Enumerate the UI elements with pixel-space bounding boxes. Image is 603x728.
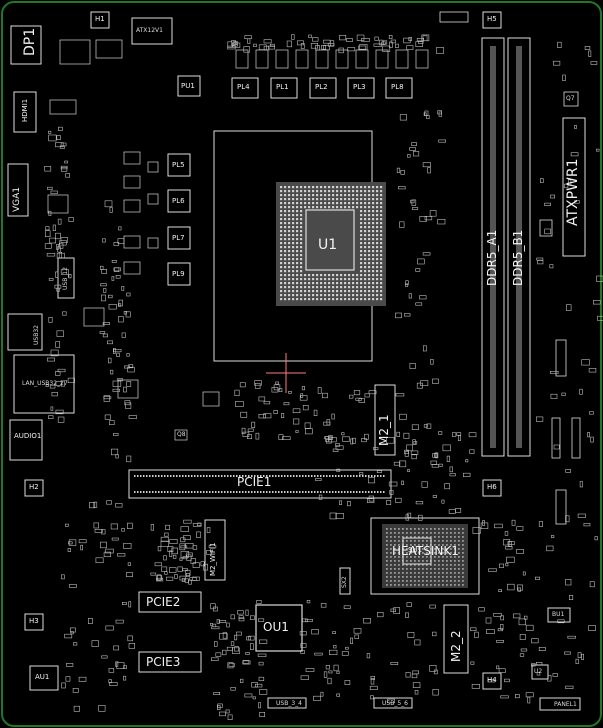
vrm-left-phases bbox=[167, 153, 191, 286]
scattered-smd-components bbox=[44, 34, 603, 721]
m2-wifi-slot bbox=[204, 519, 226, 581]
mounting-hole-h6 bbox=[482, 479, 502, 497]
ou1-chip bbox=[255, 604, 303, 652]
usb34-header bbox=[267, 697, 307, 709]
chipset-body bbox=[382, 524, 468, 588]
m2-1-slot bbox=[374, 384, 396, 456]
dimm-slot-b bbox=[507, 37, 531, 457]
m2-2-slot bbox=[443, 604, 469, 674]
sx2-chip bbox=[339, 567, 351, 595]
vga-connector bbox=[7, 163, 29, 217]
dp-connector bbox=[10, 25, 42, 65]
atx12v-connector bbox=[131, 17, 173, 45]
bu1-chip bbox=[547, 607, 571, 623]
vrm-components bbox=[47, 39, 429, 441]
usb56-header bbox=[373, 697, 413, 709]
pcie2-slot bbox=[138, 591, 202, 613]
origin-crosshair bbox=[266, 353, 306, 393]
mounting-hole-h1 bbox=[90, 11, 110, 29]
hdmi-connector bbox=[13, 91, 37, 133]
mounting-hole-h5 bbox=[482, 11, 502, 29]
pcie1-slot bbox=[128, 469, 392, 499]
mounting-hole-h2 bbox=[24, 479, 44, 497]
right-edge-headers bbox=[439, 11, 581, 525]
usb12-connector bbox=[57, 257, 75, 299]
usb32-connector bbox=[7, 313, 43, 351]
su1-chip bbox=[402, 537, 432, 565]
pcie3-slot bbox=[138, 651, 202, 673]
mounting-hole-h4 bbox=[482, 672, 502, 690]
atxpwr-connector bbox=[562, 117, 586, 257]
au1-chip bbox=[29, 665, 59, 691]
cpu-pin-array bbox=[276, 182, 386, 306]
audio-connector bbox=[9, 419, 43, 461]
vrm-top-phases bbox=[177, 75, 413, 99]
heatsink-outline bbox=[370, 517, 480, 595]
dimm-slot-a bbox=[481, 37, 505, 457]
cpu-die-area bbox=[305, 209, 355, 271]
cpu-pin-grid bbox=[280, 186, 383, 301]
lan-connector bbox=[13, 354, 75, 414]
panel-connector bbox=[539, 697, 581, 711]
mounting-hole-h3 bbox=[24, 613, 44, 631]
